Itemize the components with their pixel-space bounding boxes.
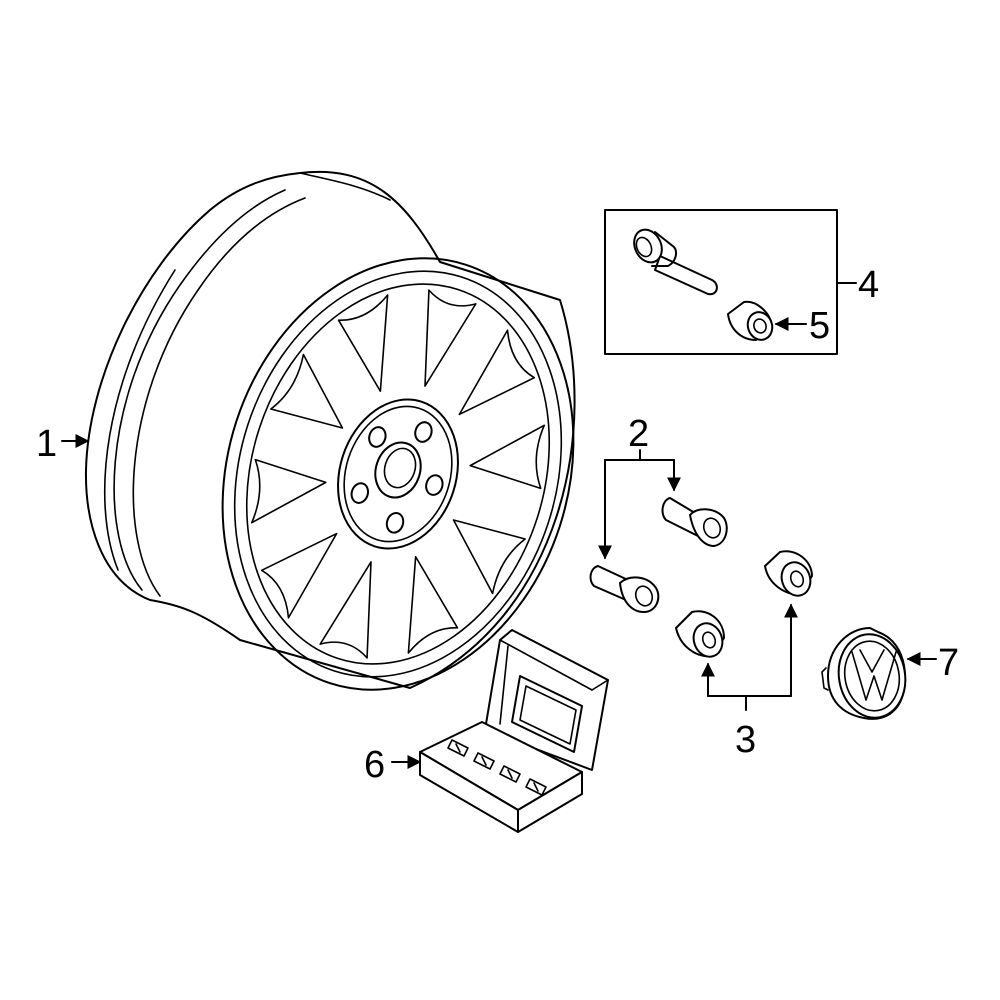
wheel [84, 170, 576, 691]
vw-logo-icon [851, 649, 897, 701]
key-slot [447, 739, 469, 757]
spacer-lower [675, 610, 725, 658]
center-bore [374, 441, 422, 499]
key-slot [499, 765, 521, 783]
spoke-window [260, 532, 338, 619]
lug-hole [350, 482, 370, 504]
wheel-bolt-lower [589, 565, 660, 613]
spoke-window [452, 519, 526, 595]
valve-stem [633, 228, 718, 296]
spoke-window [407, 555, 459, 654]
spacers [675, 550, 813, 658]
wheel-bolts [589, 497, 728, 613]
lug-hole [414, 421, 433, 443]
spoke-window [469, 424, 546, 490]
spoke-window [319, 561, 372, 659]
spacer-upper [764, 550, 813, 597]
lug-hole [385, 511, 405, 534]
center-cap [821, 627, 907, 720]
spoke-window [337, 294, 389, 393]
spoke-window [270, 353, 344, 429]
lug-hole [368, 426, 387, 448]
wheel-hub [337, 398, 459, 550]
lug-holes [350, 421, 444, 534]
callout-3: 3 [735, 719, 756, 761]
callout-6: 6 [364, 744, 385, 786]
leaders [61, 282, 937, 769]
lug-hole [425, 474, 444, 496]
lock-keys [447, 739, 547, 796]
callout-labels: 1 2 3 4 5 6 7 [36, 264, 959, 786]
callout-2: 2 [628, 413, 649, 455]
spoke-window [458, 329, 536, 416]
wheel-bolt-upper [661, 497, 728, 547]
valve-cap [727, 300, 774, 341]
wheel-barrel [84, 170, 576, 689]
lock-kit-case [419, 629, 609, 833]
key-slot [473, 752, 495, 770]
key-slot [525, 778, 547, 796]
callout-7: 7 [938, 642, 959, 684]
spoke-window [250, 458, 327, 524]
wheel-face [221, 257, 575, 691]
callout-4: 4 [858, 264, 879, 306]
spoke-window [424, 289, 477, 387]
valve-stem-kit [604, 209, 838, 355]
callout-1: 1 [36, 423, 57, 465]
callout-5: 5 [809, 305, 830, 347]
wheel-spokes [250, 289, 546, 659]
